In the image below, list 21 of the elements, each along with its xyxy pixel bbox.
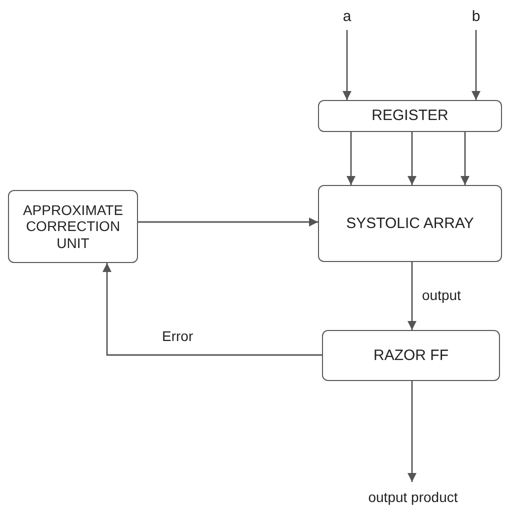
signal-label: a: [342, 8, 352, 26]
box-label: APPROXIMATE CORRECTION UNIT: [22, 202, 124, 251]
box-label: REGISTER: [372, 107, 448, 125]
process-box: [8, 190, 138, 263]
edge-label: Error: [160, 328, 196, 344]
arrow: [138, 218, 318, 226]
box-label: SYSTOLIC ARRAY: [346, 214, 474, 232]
arrow: [102, 263, 322, 356]
box-label: RAZOR FF: [374, 346, 448, 364]
arrow: [408, 381, 416, 482]
process-box: [318, 100, 502, 132]
signal-label: b: [472, 8, 480, 26]
process-box: [318, 185, 502, 262]
process-box: [322, 330, 500, 381]
arrow: [460, 132, 470, 185]
signal-label: output product: [368, 488, 458, 506]
arrow: [346, 132, 356, 185]
arrow: [408, 132, 416, 185]
arrow: [472, 30, 480, 100]
arrow: [342, 30, 352, 100]
arrow: [408, 262, 416, 330]
